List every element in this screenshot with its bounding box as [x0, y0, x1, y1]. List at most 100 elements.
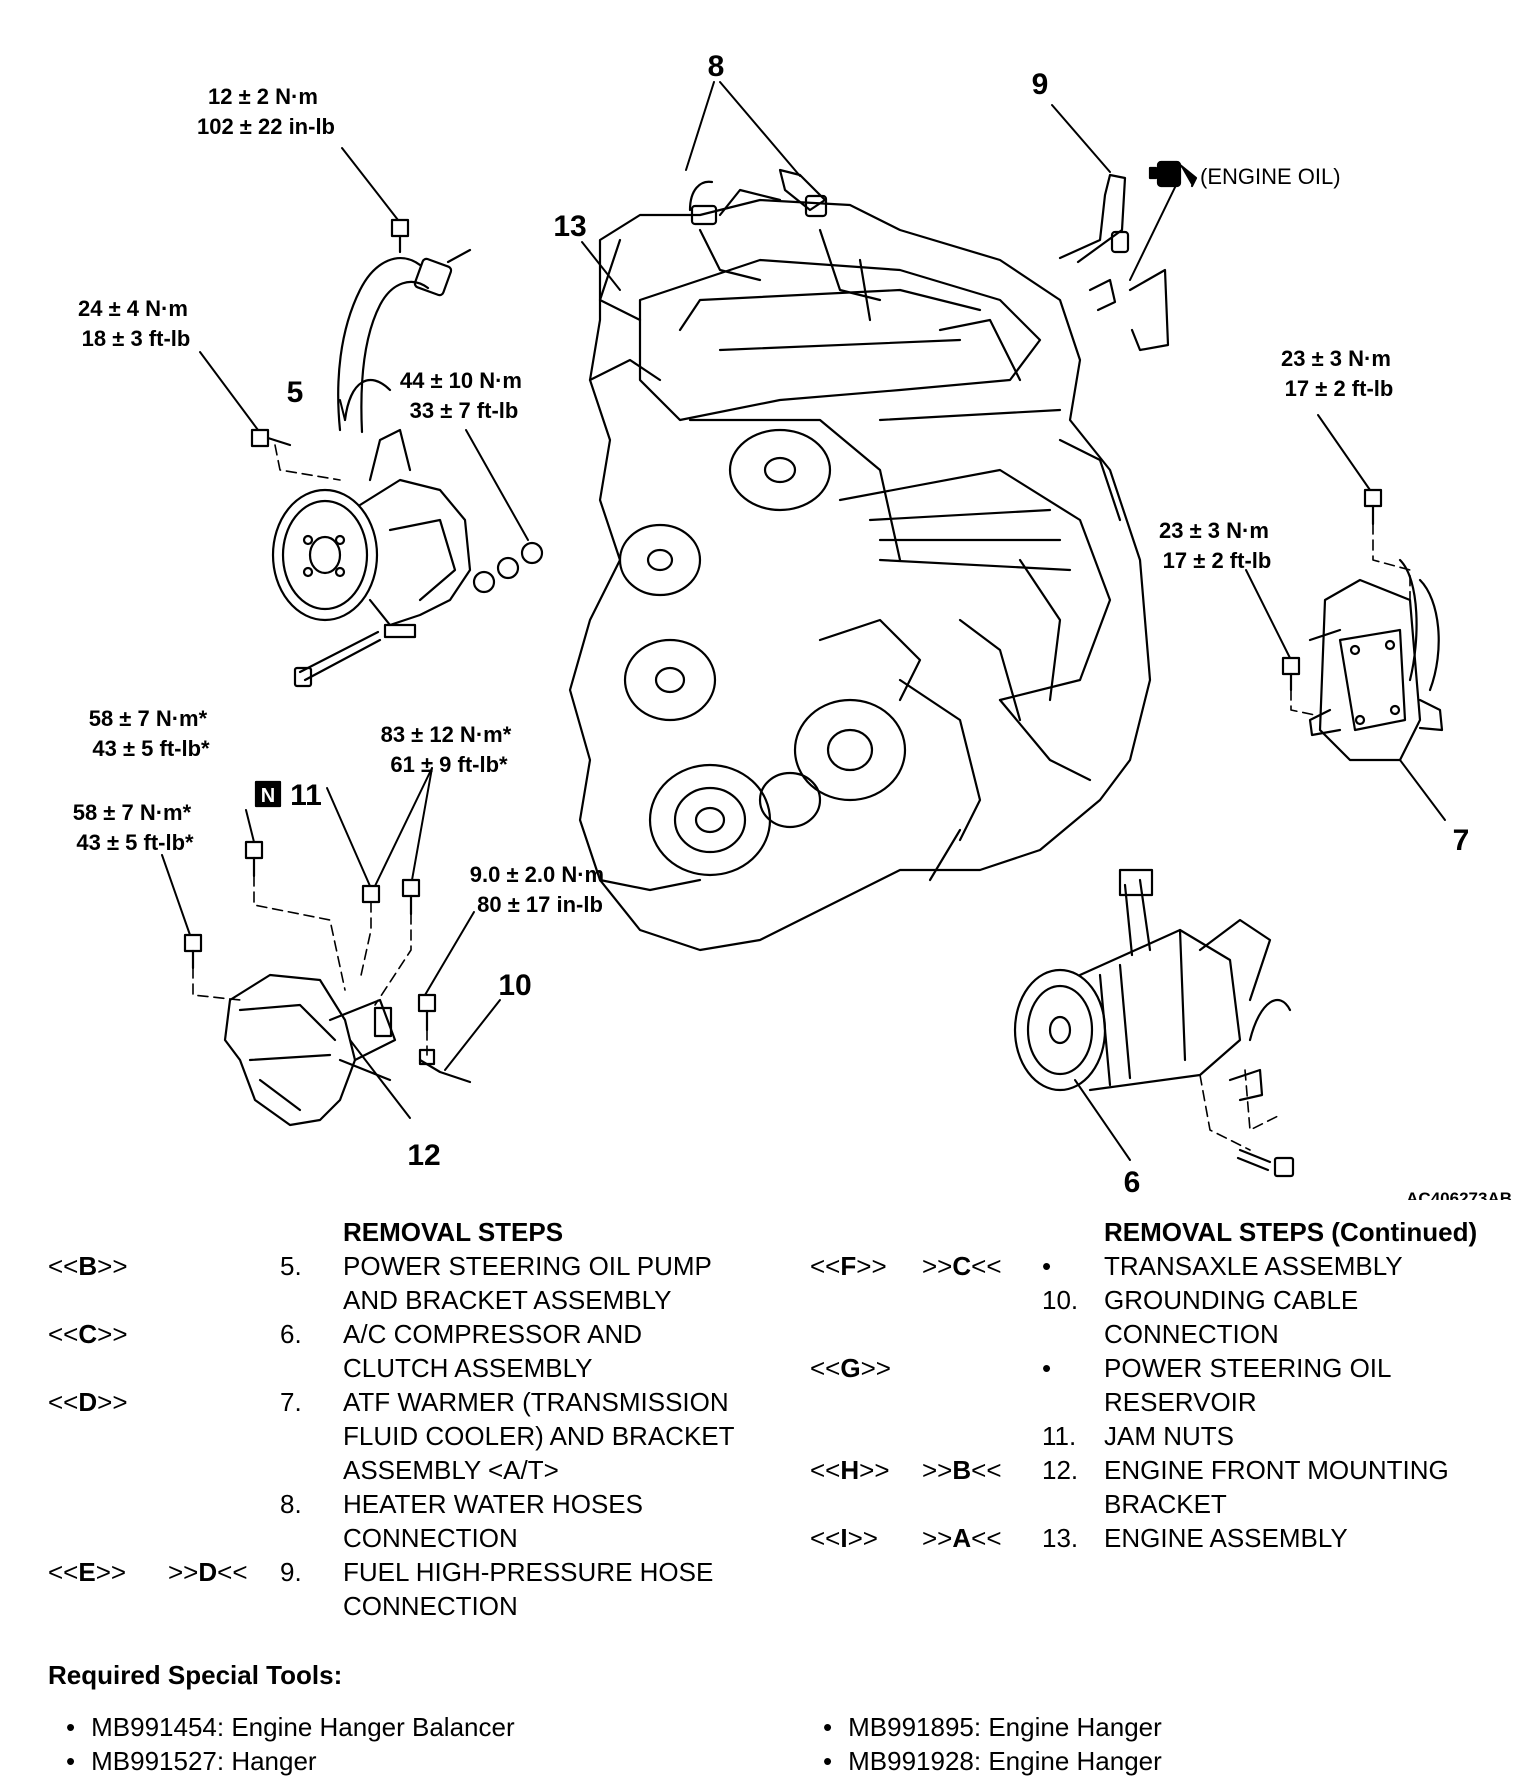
step-removal-reference: <<C>> — [48, 1319, 128, 1349]
special-tools-list-left: MB991454: Engine Hanger BalancerMB991527… — [66, 1710, 515, 1778]
step-number: • — [1042, 1353, 1052, 1383]
step-removal-reference: <<G>> — [810, 1353, 891, 1383]
step-text: A/C COMPRESSOR AND — [343, 1319, 643, 1349]
step-number: 6. — [280, 1319, 302, 1349]
removal-step-row: <<H>>>>B<<12.ENGINE FRONT MOUNTING — [810, 1453, 1510, 1487]
special-tools-list-right: MB991895: Engine HangerMB991928: Engine … — [823, 1710, 1162, 1778]
power-steering-oil-pump — [271, 248, 544, 688]
torque-label-pump-hose-bolt: 12 ± 2 N·m 102 ± 22 in-lb — [197, 84, 335, 139]
engine-assembly — [568, 188, 1152, 952]
removal-steps-left: REMOVAL STEPS <<B>> 5. POWER STEERING OIL … — [48, 1215, 808, 1623]
callout-13: 13 — [553, 210, 586, 243]
removal-step-row: CLUTCH ASSEMBLY — [48, 1351, 808, 1385]
removal-step-row: 11. JAM NUTS — [810, 1419, 1510, 1453]
callout-5: 5 — [287, 376, 304, 409]
step-number: 12. — [1042, 1455, 1079, 1485]
removal-step-row: 10. GROUNDING CABLE — [810, 1283, 1510, 1317]
required-special-tools: Required Special Tools: MB991454: Engine… — [48, 1660, 1488, 1776]
removal-step-row: AND BRACKET ASSEMBLY — [48, 1283, 808, 1317]
torque-label-atf-upper-bolt: 23 ± 3 N·m 17 ± 2 ft-lb — [1281, 346, 1397, 401]
callout-8: 8 — [708, 50, 725, 83]
step-installation-reference: >>C<< — [922, 1251, 1002, 1281]
new-part-marker-icon — [254, 780, 282, 808]
new-part-marker-letter: N — [261, 785, 275, 807]
callout-10: 10 — [498, 969, 531, 1002]
torque-label-mount-jam-nut: 83 ± 12 N·m* 61 ± 9 ft-lb* — [381, 722, 518, 777]
removal-step-row: ASSEMBLY <A/T> — [48, 1453, 808, 1487]
step-text: ASSEMBLY <A/T> — [343, 1455, 559, 1485]
step-installation-reference: >>D<< — [168, 1557, 248, 1587]
removal-step-row: CONNECTION — [48, 1521, 808, 1555]
fuel-high-pressure-hose — [1058, 173, 1170, 352]
torque-label-mount-bolt-lower: 58 ± 7 N·m* 43 ± 5 ft-lb* — [73, 800, 198, 855]
engine-oil-label: (ENGINE OIL) — [1200, 164, 1341, 189]
special-tool-item: MB991454: Engine Hanger Balancer — [66, 1710, 515, 1744]
leader-lines — [161, 81, 1446, 1161]
torque-label-grounding-bolt: 9.0 ± 2.0 N·m 80 ± 17 in-lb — [470, 862, 610, 917]
step-number: 7. — [280, 1387, 302, 1417]
step-text: FUEL HIGH-PRESSURE HOSE — [343, 1557, 714, 1587]
step-text: CONNECTION — [343, 1523, 518, 1553]
removal-steps-continued-title: REMOVAL STEPS (Continued) — [1104, 1217, 1478, 1247]
removal-step-row: BRACKET — [810, 1487, 1510, 1521]
step-text: FLUID COOLER) AND BRACKET — [343, 1421, 735, 1451]
removal-step-row: <<E>> >>D<< 9. FUEL HIGH-PRESSURE HOSE — [48, 1555, 808, 1589]
special-tool-item: MB991527: Hanger — [66, 1744, 515, 1778]
step-text: AND BRACKET ASSEMBLY — [343, 1285, 672, 1315]
step-number: • — [1042, 1251, 1052, 1281]
step-removal-reference: <<H>> — [810, 1455, 890, 1485]
step-number: 9. — [280, 1557, 302, 1587]
removal-step-row: <<C>> 6. A/C COMPRESSOR AND — [48, 1317, 808, 1351]
removal-step-row: CONNECTION — [810, 1317, 1510, 1351]
callout-7: 7 — [1453, 824, 1470, 857]
heater-water-hoses — [688, 168, 828, 226]
callout-9: 9 — [1032, 68, 1049, 101]
removal-step-row: FLUID COOLER) AND BRACKET — [48, 1419, 808, 1453]
ac-compressor — [1013, 868, 1295, 1178]
step-text: CONNECTION — [343, 1591, 518, 1621]
removal-step-row: <<B>> 5. POWER STEERING OIL PUMP — [48, 1249, 808, 1283]
dashed-assembly-lines — [192, 444, 1411, 1151]
torque-label-atf-lower-bolt: 23 ± 3 N·m 17 ± 2 ft-lb — [1159, 518, 1275, 573]
step-text: ENGINE ASSEMBLY — [1104, 1523, 1348, 1553]
step-removal-reference: <<I>> — [810, 1523, 878, 1553]
removal-step-row: <<I>> >>A<< 13. ENGINE ASSEMBLY — [810, 1521, 1510, 1555]
step-text: RESERVOIR — [1104, 1387, 1257, 1417]
step-text: JAM NUTS — [1104, 1421, 1234, 1451]
step-installation-reference: >>A<< — [922, 1523, 1002, 1553]
step-text: POWER STEERING OIL PUMP — [343, 1251, 712, 1281]
removal-step-row: CONNECTION — [48, 1589, 808, 1623]
step-removal-reference: <<B>> — [48, 1251, 128, 1281]
special-tools-heading: Required Special Tools: — [48, 1660, 343, 1690]
step-text: CONNECTION — [1104, 1319, 1279, 1349]
callout-12: 12 — [407, 1139, 440, 1172]
special-tool-item: MB991928: Engine Hanger — [823, 1744, 1162, 1778]
step-number: 5. — [280, 1251, 302, 1281]
step-text: BRACKET — [1104, 1489, 1227, 1519]
callout-6: 6 — [1124, 1166, 1141, 1199]
step-text: ENGINE FRONT MOUNTING — [1104, 1455, 1449, 1485]
torque-label-pump-nut: 44 ± 10 N·m 33 ± 7 ft-lb — [400, 368, 528, 423]
special-tool-item: MB991895: Engine Hanger — [823, 1710, 1162, 1744]
step-number: 13. — [1042, 1523, 1079, 1553]
step-text: GROUNDING CABLE — [1104, 1285, 1359, 1315]
callout-11: 11 — [290, 779, 322, 812]
step-text: TRANSAXLE ASSEMBLY — [1104, 1251, 1403, 1281]
step-text: ATF WARMER (TRANSMISSION — [343, 1387, 729, 1417]
step-removal-reference: <<F>> — [810, 1251, 887, 1281]
removal-step-row: 8.HEATER WATER HOSES — [48, 1487, 808, 1521]
atf-warmer — [1308, 558, 1444, 762]
torque-label-mount-bolt-upper: 58 ± 7 N·m* 43 ± 5 ft-lb* — [89, 706, 214, 761]
engine-removal-diagram: 12 ± 2 N·m 102 ± 22 in-lb 24 ± 4 N·m 18 … — [73, 50, 1512, 1200]
step-number: 11. — [1042, 1421, 1077, 1451]
torque-label-pump-bracket-bolt: 24 ± 4 N·m 18 ± 3 ft-lb — [78, 296, 194, 351]
figure-id: AC406273AB — [1406, 1189, 1512, 1200]
engine-oil-can-icon — [1148, 160, 1198, 188]
removal-steps-title: REMOVAL STEPS — [343, 1217, 564, 1247]
removal-step-row: <<D>>7.ATF WARMER (TRANSMISSION — [48, 1385, 808, 1419]
step-number: 10. — [1042, 1285, 1079, 1315]
step-removal-reference: <<E>> — [48, 1557, 127, 1587]
step-text: CLUTCH ASSEMBLY — [343, 1353, 593, 1383]
removal-step-row: <<G>> • POWER STEERING OIL — [810, 1351, 1510, 1385]
step-text: POWER STEERING OIL — [1104, 1353, 1392, 1383]
